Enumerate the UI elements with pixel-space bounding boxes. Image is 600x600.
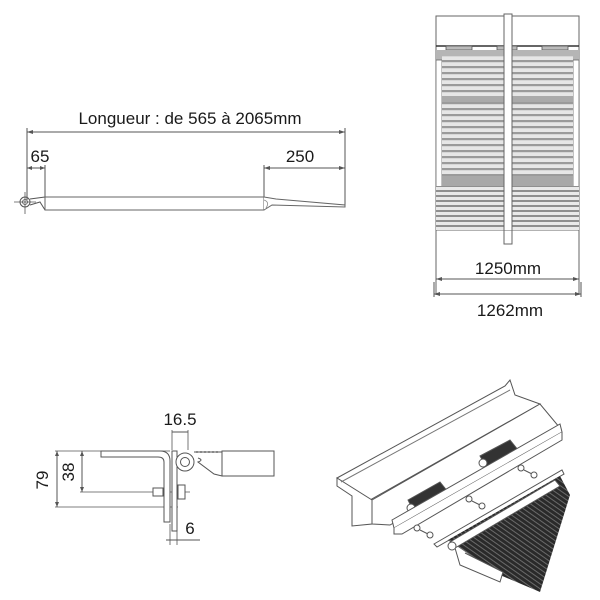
bolt-3: [517, 464, 538, 479]
l-bracket: [100, 450, 171, 523]
ramp-body: [44, 196, 265, 211]
hinge-bolt-height-label: 38: [59, 463, 78, 482]
hinge-knuckle-2: [478, 439, 519, 468]
hinge-rod: [433, 469, 565, 548]
bolt-icon: [152, 487, 164, 497]
left-dimension-label: 65: [31, 147, 50, 166]
center-split: [503, 13, 513, 245]
bolt-2: [465, 495, 486, 510]
hinge-detail: 16.5 79 38 6: [33, 410, 275, 545]
hinge-bottom-dim-label: 6: [185, 519, 194, 538]
top-view: 1250mm 1262mm: [433, 13, 582, 320]
ramp-ribbed-surface-iso: [448, 476, 570, 592]
hinge-top-dim-label: 16.5: [163, 410, 196, 429]
exploded-view: [336, 378, 570, 592]
ramp-section: [221, 450, 275, 477]
right-dimension-label: 250: [286, 147, 314, 166]
side-view: Longueur : de 565 à 2065mm 65 250: [14, 109, 346, 214]
hinge-knuckle-icon: [175, 452, 195, 472]
inner-width-label: 1250mm: [475, 259, 541, 278]
ramp-tapered-end: [263, 196, 346, 211]
outer-width-label: 1262mm: [477, 301, 543, 320]
bolt-1: [413, 524, 434, 539]
hinge-total-height-label: 79: [33, 471, 52, 490]
hinge-pivot-icon: [14, 192, 46, 214]
length-label: Longueur : de 565 à 2065mm: [78, 109, 301, 128]
